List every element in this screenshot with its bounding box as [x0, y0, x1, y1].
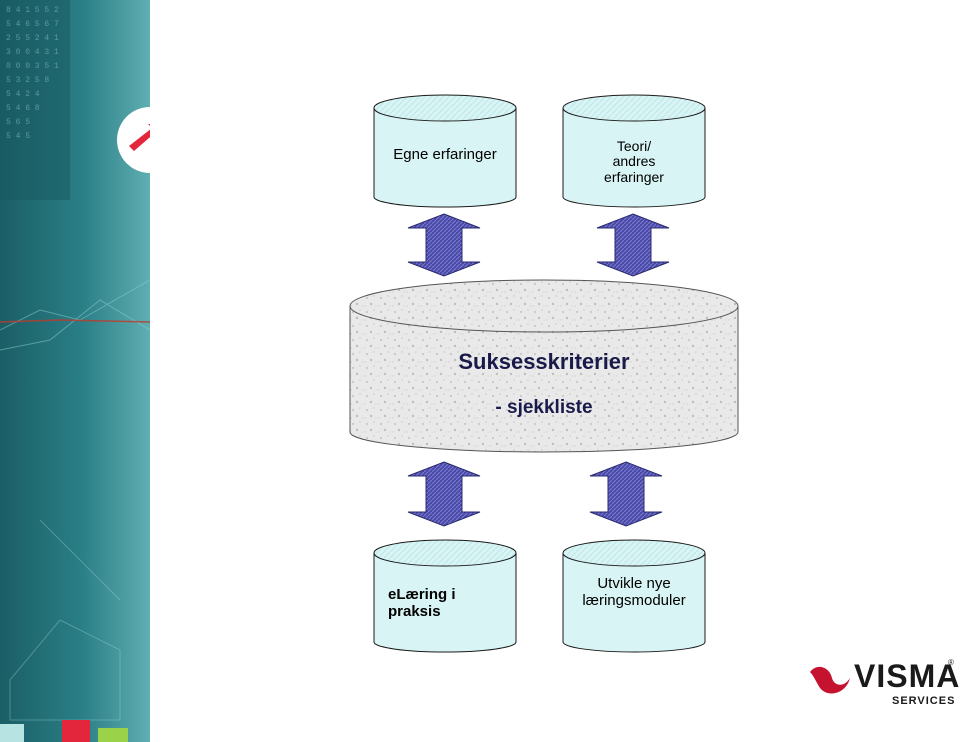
double-arrow-upper-right	[596, 213, 670, 277]
double-arrow-lower-left	[407, 461, 481, 527]
center-title: Suksesskriterier	[350, 349, 738, 374]
visma-tagline: SERVICES	[892, 695, 956, 707]
label-teori-andres-erfaringer: Teori/ andres erfaringer	[563, 138, 705, 185]
label-line: Utvikle nye	[597, 575, 671, 592]
svg-text:5 3 2 5 8: 5 3 2 5 8	[6, 76, 49, 85]
registered-mark: ®	[948, 658, 954, 667]
svg-text:8 4 1 5 5 2: 8 4 1 5 5 2	[6, 6, 59, 15]
svg-text:3 0 0 4 3 1: 3 0 0 4 3 1	[6, 48, 59, 57]
label-line: læringsmoduler	[582, 592, 686, 610]
label-line: Teori/	[616, 138, 652, 154]
svg-text:0 0 0 3 5 1: 0 0 0 3 5 1	[6, 62, 59, 71]
label-line: erfaringer	[604, 168, 664, 185]
cylinder-teori-andres-erfaringer	[562, 94, 706, 208]
double-arrow-lower-right	[589, 461, 663, 527]
center-subtitle: - sjekkliste	[350, 397, 738, 419]
center-subtitle-text: - sjekkliste	[495, 397, 593, 418]
visma-swoosh-icon	[810, 666, 850, 694]
svg-text:5 4 6 8: 5 4 6 8	[6, 104, 40, 113]
label-line: praksis	[388, 603, 441, 621]
label-line: Egne erfaringer	[393, 146, 497, 163]
double-arrow-upper-left	[407, 213, 481, 277]
svg-text:5 4 2 4: 5 4 2 4	[6, 90, 40, 99]
svg-text:5 6 5: 5 6 5	[6, 118, 30, 127]
cylinder-elaering-i-praksis	[373, 539, 517, 653]
cylinder-egne-erfaringer	[373, 94, 517, 208]
label-utvikle-nye-laeringsmoduler: Utvikle nye læringsmoduler	[563, 575, 705, 610]
label-line: eLæring i	[388, 586, 456, 603]
center-title-text: Suksesskriterier	[458, 349, 630, 374]
svg-text:5 4 6 5 6 7: 5 4 6 5 6 7	[6, 20, 59, 29]
svg-text:5 4 5: 5 4 5	[6, 132, 30, 141]
svg-text:2 5 5 2 4 1: 2 5 5 2 4 1	[6, 34, 59, 43]
cylinder-utvikle-nye-laeringsmoduler	[562, 539, 706, 653]
label-elaering-i-praksis: eLæring i praksis	[388, 586, 498, 621]
label-line: andres	[612, 153, 656, 170]
cylinder-suksesskriterier	[349, 279, 739, 453]
label-egne-erfaringer: Egne erfaringer	[374, 146, 516, 164]
visma-services-logo: VISMA SERVICES ®	[808, 658, 959, 710]
decorative-sidebar-band: 8 4 1 5 5 2 5 4 6 5 6 7 2 5 5 2 4 1 3 0 …	[0, 0, 150, 742]
visma-wordmark: VISMA	[854, 658, 960, 694]
